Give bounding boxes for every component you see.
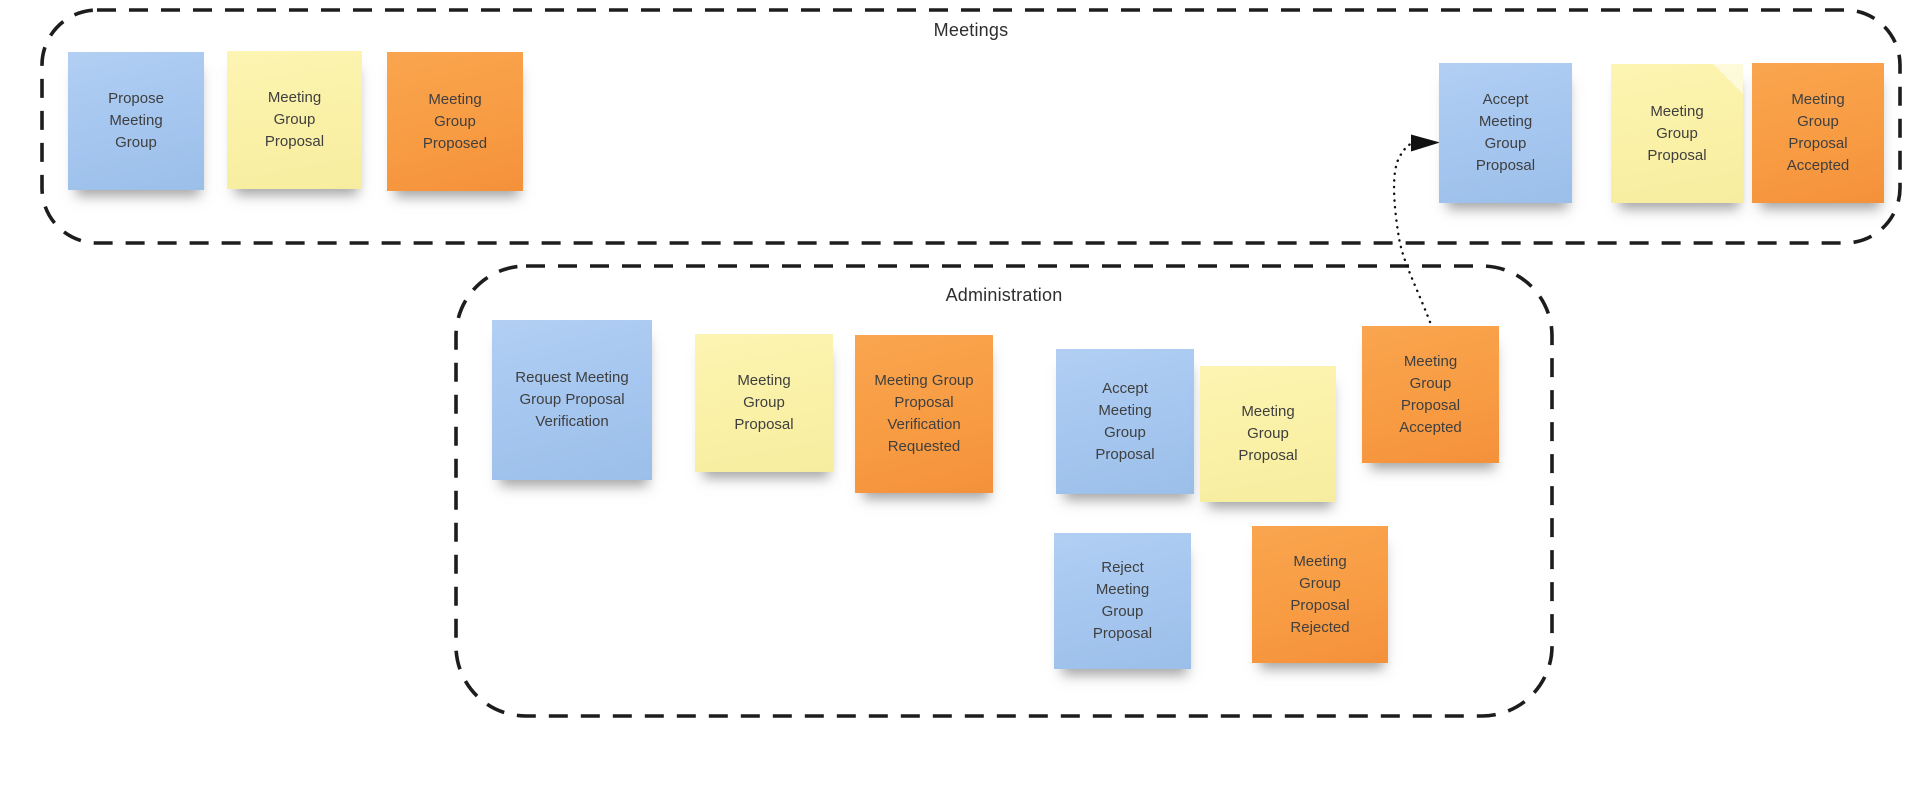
sticky-note-meeting-group-proposal-verification-requested[interactable]: Meeting Group Proposal Verification Requ… [855,335,993,493]
sticky-note-accept-meeting-group-proposal-meetings[interactable]: Accept Meeting Group Proposal [1439,63,1572,203]
arrowhead-icon [1411,134,1440,152]
sticky-note-meeting-group-proposal-2[interactable]: Meeting Group Proposal [1611,64,1743,203]
sticky-note-accept-meeting-group-proposal-admin[interactable]: Accept Meeting Group Proposal [1056,349,1194,494]
sticky-note-meeting-group-proposal-1[interactable]: Meeting Group Proposal [227,51,362,189]
sticky-note-meeting-group-proposal-4[interactable]: Meeting Group Proposal [1200,366,1336,502]
sticky-note-meeting-group-proposal-rejected[interactable]: Meeting Group Proposal Rejected [1252,526,1388,663]
region-title-administration: Administration [945,285,1063,305]
sticky-note-meeting-group-proposed[interactable]: Meeting Group Proposed [387,52,523,191]
sticky-note-propose-meeting-group[interactable]: Propose Meeting Group [68,52,204,190]
sticky-note-meeting-group-proposal-accepted-admin[interactable]: Meeting Group Proposal Accepted [1362,326,1499,463]
dotted-connector-line[interactable] [1392,141,1432,324]
sticky-note-reject-meeting-group-proposal[interactable]: Reject Meeting Group Proposal [1054,533,1191,669]
region-administration-outline[interactable] [454,264,1554,718]
sticky-note-request-meeting-group-proposal-verification[interactable]: Request Meeting Group Proposal Verificat… [492,320,652,480]
sticky-note-meeting-group-proposal-3[interactable]: Meeting Group Proposal [695,334,833,472]
region-meetings-outline[interactable] [40,8,1902,245]
region-title-meetings: Meetings [933,20,1009,40]
sticky-note-meeting-group-proposal-accepted-meetings[interactable]: Meeting Group Proposal Accepted [1752,63,1884,203]
